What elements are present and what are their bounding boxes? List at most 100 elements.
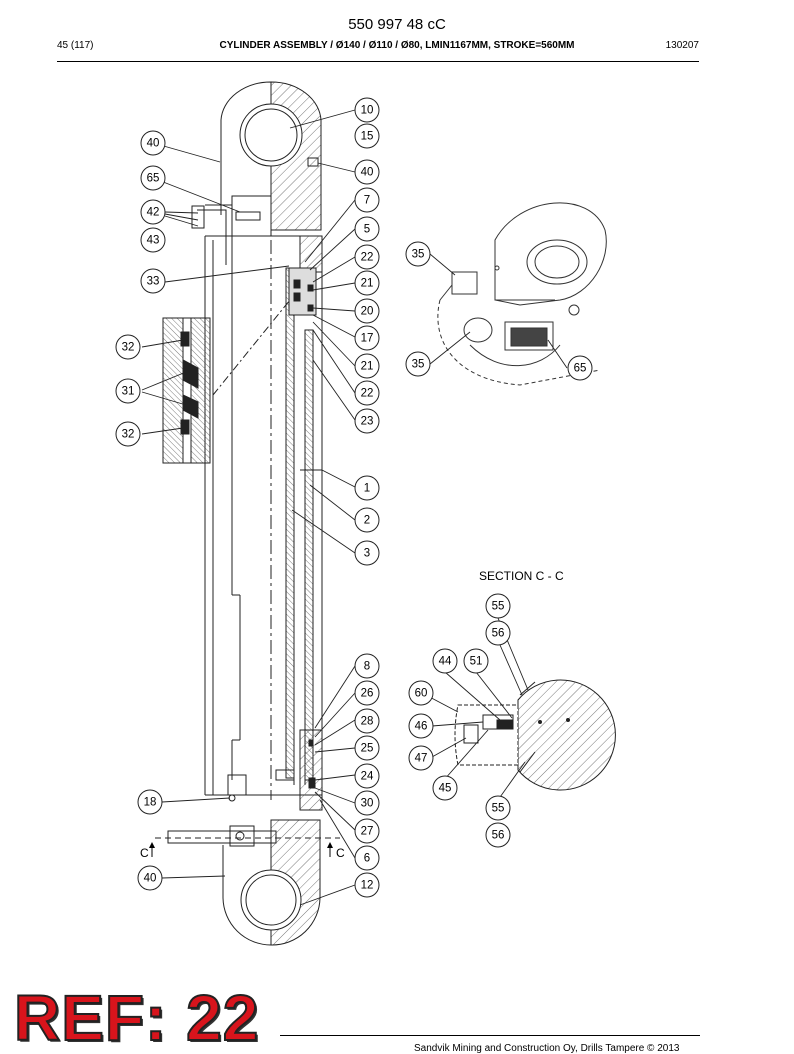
callout-number: 20 [361,306,374,318]
callout-number: 6 [364,853,370,865]
callout-circle [354,475,380,501]
callout-circle [354,872,380,898]
callout-number: 7 [364,195,370,207]
callout-number: 10 [361,105,374,117]
callout-number: 22 [361,388,374,400]
callout-circle [140,227,166,253]
section-mark-left: C [140,846,149,860]
callout-circle [115,421,141,447]
callout-circle [463,648,489,674]
callout-number: 28 [361,716,374,728]
callout-number: 21 [361,278,374,290]
callout-circle [115,378,141,404]
callout-circle [354,123,380,149]
callout-number: 32 [122,342,135,354]
section-cut-markers: C C [140,842,345,860]
callout-number: 40 [144,873,157,885]
callout-number: 65 [147,173,160,185]
callout-circle [354,159,380,185]
callout-number: 35 [412,249,425,261]
section-label: SECTION C - C [479,569,564,583]
callout-number: 18 [144,797,157,809]
callout-circle [432,648,458,674]
callout-number: 55 [492,601,505,613]
callout-circle [354,187,380,213]
callout-circle [354,818,380,844]
callout-number: 65 [574,363,587,375]
callout-number: 45 [439,783,452,795]
callout-circle [354,763,380,789]
callout-circle [405,351,431,377]
callout-circle [354,298,380,324]
header-divider [57,61,699,62]
callout-circle [354,507,380,533]
callout-circle [408,713,434,739]
callout-circle [354,380,380,406]
callout-circle [485,620,511,646]
callout-circle [137,789,163,815]
callout-number: 46 [415,721,428,733]
callout-circle [354,408,380,434]
callout-circle [354,216,380,242]
callout-circle [354,653,380,679]
drawing-code: 130207 [665,40,699,51]
callout-number: 40 [147,138,160,150]
callout-circle [485,822,511,848]
callout-circle [137,865,163,891]
callout-circle [354,845,380,871]
callout-circle [354,97,380,123]
callout-number: 31 [122,386,135,398]
callout-circle [354,353,380,379]
footer-copyright: Sandvik Mining and Construction Oy, Dril… [414,1043,680,1054]
callout-circle [354,680,380,706]
callout-number: 44 [439,656,452,668]
callout-leaders [141,109,568,906]
callout-number: 15 [361,131,374,143]
page-number: 45 (117) [57,40,94,51]
callout-circle [115,334,141,360]
callout-number: 35 [412,359,425,371]
callout-circle [408,745,434,771]
callout-number: 21 [361,361,374,373]
callout-circle [354,735,380,761]
callout-circle [140,268,166,294]
callout-number: 12 [361,880,374,892]
callout-number: 25 [361,743,374,755]
callout-number: 2 [364,515,370,527]
seal-detail-view [162,317,211,464]
callout-number: 60 [415,688,428,700]
callout-circle [354,790,380,816]
callout-number: 47 [415,753,428,765]
callout-number: 27 [361,826,374,838]
cylinder-assembly-drawing [155,81,340,946]
callout-number: 23 [361,416,374,428]
callout-circle [567,355,593,381]
ref-stamp: REF: 22 [13,982,260,1054]
callout-number: 30 [361,798,374,810]
document-number: 550 997 48 cC [348,16,446,33]
callout-circle [485,795,511,821]
callout-number: 5 [364,224,370,236]
callout-circle [354,540,380,566]
footer-divider [280,1035,700,1036]
section-mark-right: C [336,846,345,860]
callout-number: 56 [492,628,505,640]
callout-number: 8 [364,661,370,673]
callout-circle [354,708,380,734]
isometric-eye-view [437,202,607,386]
callout-number: 43 [147,235,160,247]
callout-circle [140,165,166,191]
callout-circle [408,680,434,706]
callout-circle [354,270,380,296]
section-cc-view [454,679,616,791]
callout-number: 55 [492,803,505,815]
callout-number: 40 [361,167,374,179]
callout-number: 1 [364,483,370,495]
drawing-title: CYLINDER ASSEMBLY / Ø140 / Ø110 / Ø80, L… [219,40,575,51]
callout-number: 32 [122,429,135,441]
callout-circle [432,775,458,801]
callout-circle [485,593,511,619]
callout-number: 26 [361,688,374,700]
